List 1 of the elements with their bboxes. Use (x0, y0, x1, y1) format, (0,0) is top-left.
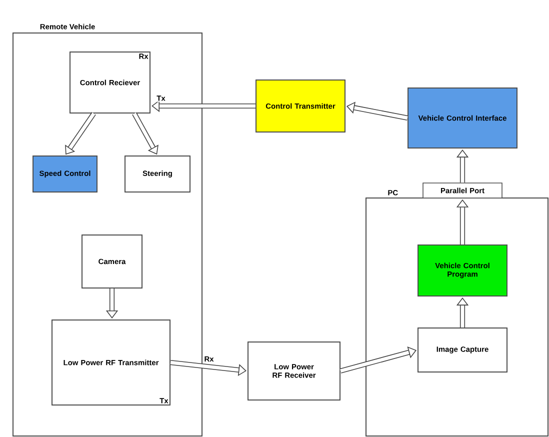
arrow (65, 112, 96, 155)
